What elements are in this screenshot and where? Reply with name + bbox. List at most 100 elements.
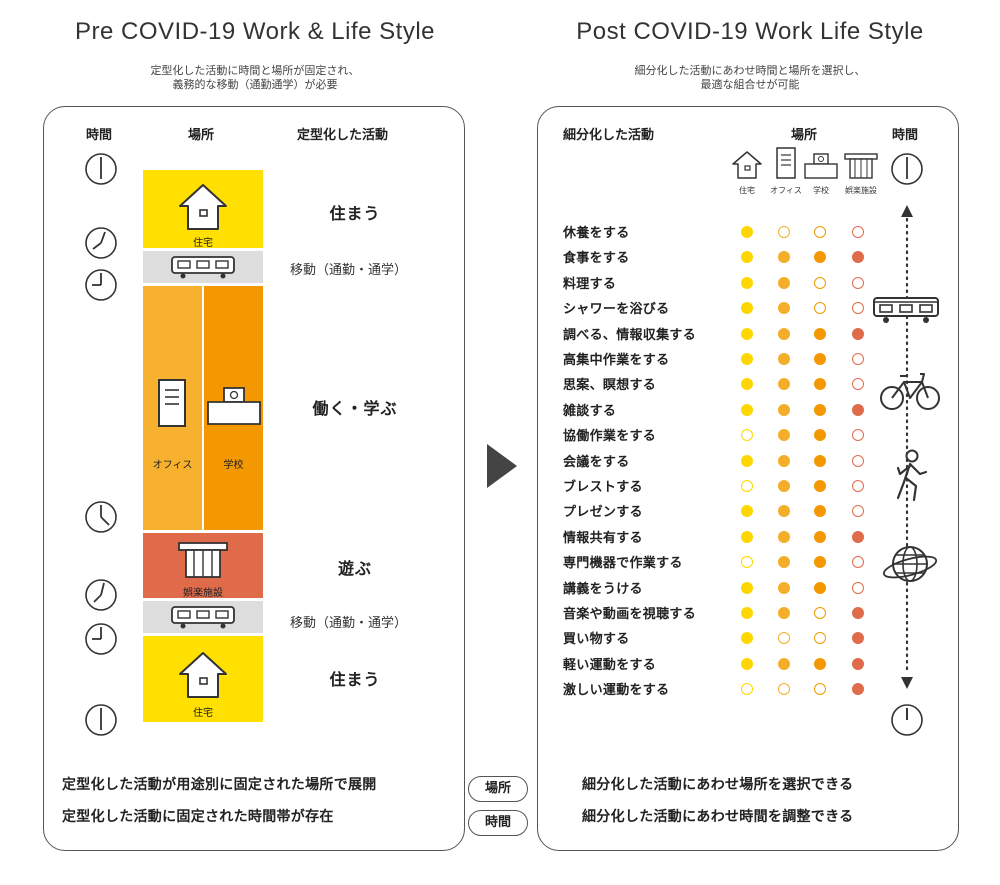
right-subtitle-line1: 細分化した活動にあわせ時間と場所を選択し、 (634, 64, 866, 77)
availability-dot-filled (741, 378, 753, 391)
availability-dot-filled (741, 530, 753, 543)
availability-dot-filled (852, 403, 864, 416)
train-icon (873, 297, 939, 323)
availability-dot-filled (741, 632, 753, 645)
pre-covid-panel (43, 106, 465, 851)
availability-dot-filled (741, 657, 753, 670)
availability-dot-filled (814, 556, 826, 569)
activity-label: 軽い運動をする (563, 657, 657, 673)
home-label: 住宅 (193, 238, 213, 249)
availability-dot-empty (741, 480, 753, 492)
office-label: オフィス (152, 460, 193, 471)
availability-dot-filled (778, 327, 790, 340)
left-title: Pre COVID-19 Work & Life Style (75, 18, 435, 45)
availability-dot-empty (852, 581, 864, 594)
left-subtitle-line2: 義務的な移動（通勤通学）が必要 (172, 78, 338, 91)
availability-dot-filled (778, 657, 790, 670)
availability-dot-filled (778, 581, 790, 594)
availability-dot-filled (778, 454, 790, 467)
activity-live-bottom: 住まう (329, 670, 381, 689)
availability-dot-filled (741, 251, 753, 264)
activity-label: 休養をする (563, 226, 630, 241)
home-label: 住宅 (193, 708, 213, 719)
right-subtitle-line2: 最適な組合せが可能 (700, 78, 800, 91)
activity-label: 協働作業をする (563, 429, 657, 445)
availability-dot-empty (778, 632, 790, 645)
availability-dot-empty (852, 302, 864, 315)
activity-label: シャワーを浴びる (563, 302, 670, 318)
activity-label: 高集中作業をする (563, 353, 670, 368)
availability-dot-filled (814, 505, 826, 518)
availability-dot-filled (852, 251, 864, 264)
pill-time: 時間 (468, 810, 528, 836)
availability-dot-filled (741, 327, 753, 340)
activity-work-study: 働く・学ぶ (312, 399, 398, 418)
location-label-entertainment: 娯楽施設 (845, 186, 877, 195)
availability-dot-empty (852, 429, 864, 442)
right-summary-line1: 細分化した活動にあわせ場所を選択できる (582, 777, 854, 793)
availability-dot-filled (778, 505, 790, 518)
availability-dot-filled (741, 505, 753, 518)
availability-dot-empty (814, 683, 826, 696)
home-block-top: 住宅 (143, 170, 263, 249)
activity-label: 講義をうける (563, 581, 643, 597)
clock-icon (85, 579, 117, 611)
activity-label: 会議をする (563, 454, 630, 470)
right-header-activity: 細分化した活動 (563, 128, 655, 143)
availability-dot-filled (778, 480, 790, 492)
entertainment-facility-icon (178, 542, 228, 578)
availability-dot-empty (778, 226, 790, 238)
availability-dot-filled (852, 683, 864, 696)
availability-dot-filled (741, 226, 753, 238)
availability-dot-filled (814, 530, 826, 543)
availability-dot-filled (814, 480, 826, 492)
clock-icon (85, 269, 117, 301)
availability-dot-empty (778, 683, 790, 696)
availability-dot-empty (852, 556, 864, 569)
location-label-school: 学校 (813, 186, 829, 195)
left-summary-line1: 定型化した活動が用途別に固定された場所で展開 (62, 777, 377, 793)
availability-dot-filled (778, 429, 790, 442)
availability-dot-filled (741, 276, 753, 289)
entertainment-label: 娯楽施設 (183, 588, 223, 599)
availability-dot-filled (814, 378, 826, 391)
activity-commute-top: 移動（通勤・通学） (290, 263, 408, 278)
activity-label: ブレストする (563, 480, 643, 495)
left-subtitle-line1: 定型化した活動に時間と場所が固定され、 (150, 64, 360, 77)
availability-dot-empty (852, 378, 864, 391)
post-covid-panel (537, 106, 959, 851)
availability-dot-filled (741, 403, 753, 416)
availability-dot-empty (814, 632, 826, 645)
availability-dot-filled (778, 607, 790, 619)
right-title: Post COVID-19 Work Life Style (576, 18, 924, 45)
activity-play: 遊ぶ (337, 559, 372, 578)
availability-dot-filled (814, 657, 826, 670)
availability-dot-empty (814, 302, 826, 315)
availability-dot-filled (778, 353, 790, 365)
availability-dot-empty (814, 276, 826, 289)
activity-label: 情報共有する (563, 530, 643, 546)
pill-place: 場所 (468, 776, 528, 802)
availability-dot-filled (778, 378, 790, 391)
house-icon (732, 151, 762, 179)
left-header-place: 場所 (188, 128, 215, 143)
availability-dot-filled (778, 276, 790, 289)
availability-dot-empty (741, 556, 753, 569)
clock-icon (85, 153, 117, 185)
availability-dot-empty (852, 505, 864, 518)
availability-dot-empty (814, 226, 826, 238)
activity-label: 思案、瞑想する (563, 378, 657, 394)
clock-icon (85, 501, 117, 533)
clock-icon (891, 704, 923, 736)
left-header-activity: 定型化した活動 (297, 128, 389, 143)
availability-dot-filled (741, 353, 753, 365)
availability-dot-empty (852, 226, 864, 238)
activity-commute-bottom: 移動（通勤・通学） (290, 616, 408, 631)
availability-dot-filled (741, 607, 753, 619)
time-axis-dotted-arrow (901, 205, 913, 689)
house-icon (179, 184, 227, 230)
availability-dot-empty (741, 429, 753, 442)
entertainment-facility-icon (844, 153, 878, 179)
transit-block-top (143, 251, 263, 283)
left-header-time: 時間 (86, 128, 113, 143)
